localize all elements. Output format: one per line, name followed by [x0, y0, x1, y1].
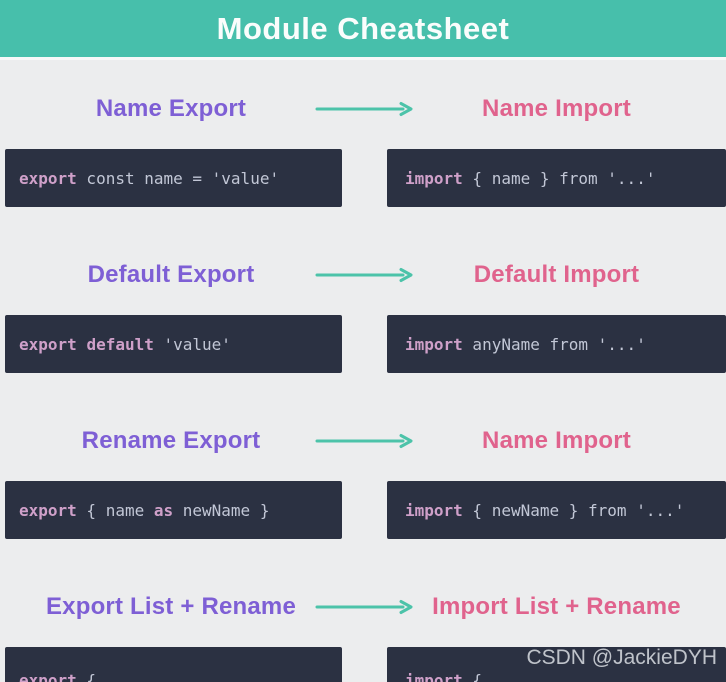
keyword: export — [19, 500, 77, 520]
code-row: export { name1, name2 as newName2} impor… — [0, 631, 726, 682]
keyword: import — [405, 500, 463, 520]
code-text: anyName from '...' — [462, 334, 646, 354]
right-arrow-icon — [315, 599, 415, 615]
code-line: export const name = 'value' — [19, 166, 342, 191]
keyword: import — [405, 334, 463, 354]
keyword: as — [153, 500, 174, 520]
code-text: newName } — [173, 500, 270, 520]
code-line: export { — [19, 668, 342, 682]
code-line: export default 'value' — [19, 332, 342, 357]
code-text: { — [462, 670, 483, 682]
code-row: export const name = 'value' import { nam… — [0, 133, 726, 223]
code-text: 'value' — [153, 334, 231, 354]
export-heading: Name Export — [95, 95, 247, 122]
watermark: CSDN @JackieDYH — [526, 646, 717, 669]
keyword: default — [86, 334, 154, 354]
page-title: Module Cheatsheet — [216, 10, 510, 46]
keyword: export — [19, 168, 77, 188]
header: Module Cheatsheet — [0, 0, 726, 60]
import-code-block: import anyName from '...' — [387, 315, 726, 373]
code-text: const name = 'value' — [76, 168, 280, 188]
export-code-block: export const name = 'value' — [5, 149, 342, 207]
export-heading: Default Export — [87, 261, 255, 288]
heading-row: Rename Export Name Import — [0, 426, 726, 456]
code-row: export default 'value' import anyName fr… — [0, 299, 726, 389]
code-row: export { name as newName } import { newN… — [0, 465, 726, 555]
keyword: export — [19, 670, 77, 682]
module-section: Name Export Name Import export const nam… — [0, 94, 726, 223]
code-line: export { name as newName } — [19, 498, 342, 523]
module-section: Rename Export Name Import export { name … — [0, 426, 726, 555]
export-heading: Export List + Rename — [45, 593, 297, 620]
module-section: Default Export Default Import export def… — [0, 260, 726, 389]
export-code-block: export { name as newName } — [5, 481, 342, 539]
module-section: Export List + Rename Import List + Renam… — [0, 592, 726, 682]
keyword: export — [19, 334, 77, 354]
import-heading: Name Import — [482, 95, 631, 122]
right-arrow-icon — [315, 101, 415, 117]
code-text — [77, 335, 87, 354]
import-code-block: import { name } from '...' — [387, 149, 726, 207]
code-line: import { newName } from '...' — [405, 498, 726, 523]
code-text: { name } from '...' — [462, 168, 656, 188]
code-line: import anyName from '...' — [405, 332, 726, 357]
right-arrow-icon — [315, 433, 415, 449]
code-line: import { name } from '...' — [405, 166, 726, 191]
keyword: import — [405, 168, 463, 188]
import-code-block: import { name1 as newName1, newName2} fr… — [387, 647, 726, 682]
code-text: { newName } from '...' — [462, 500, 685, 520]
heading-row: Export List + Rename Import List + Renam… — [0, 592, 726, 622]
code-text: { name — [76, 500, 154, 520]
keyword: import — [405, 670, 463, 682]
heading-row: Name Export Name Import — [0, 94, 726, 124]
code-text: { — [76, 670, 97, 682]
right-arrow-icon — [315, 267, 415, 283]
heading-row: Default Export Default Import — [0, 260, 726, 290]
export-heading: Rename Export — [81, 427, 261, 454]
import-heading: Name Import — [482, 427, 631, 454]
import-heading: Default Import — [473, 261, 640, 288]
sections-container: Name Export Name Import export const nam… — [0, 94, 726, 682]
export-code-block: export default 'value' — [5, 315, 342, 373]
import-code-block: import { newName } from '...' — [387, 481, 726, 539]
export-code-block: export { name1, name2 as newName2} — [5, 647, 342, 682]
code-line: import { — [405, 668, 726, 682]
import-heading: Import List + Rename — [432, 593, 681, 620]
